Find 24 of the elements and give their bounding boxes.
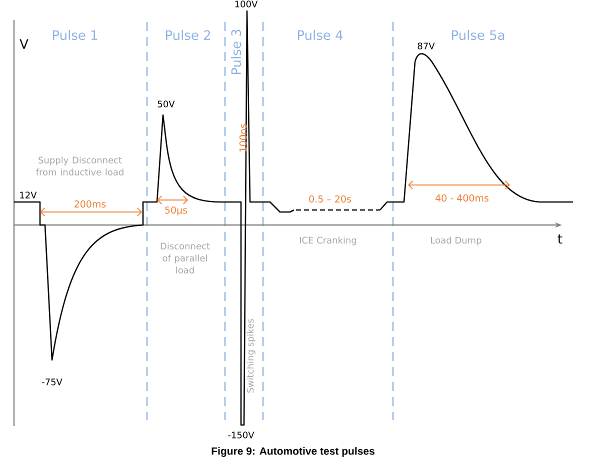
annotation: Load Dump [431, 236, 482, 246]
axis-label: t [558, 234, 562, 244]
value-label: 50V [158, 100, 175, 108]
annotation: ICE Cranking [300, 236, 356, 246]
duration-label: 0.5 – 20s [309, 195, 351, 203]
value-label: -75V [42, 378, 62, 386]
value-label: 100V [235, 0, 258, 8]
value-label: 12V [20, 192, 37, 198]
pulse-label: Pulse 4 [298, 30, 343, 40]
value-label: -150V [228, 432, 254, 438]
annotation: Disconnect of parallel load [160, 242, 210, 274]
pulse-label: Pulse 2 [166, 30, 210, 40]
pulse-label: Pulse 5a [452, 30, 504, 40]
value-label: 87V [418, 42, 435, 50]
caption: Figure 9: Automotive test pulses [212, 447, 374, 457]
axis-label: V [20, 39, 28, 49]
duration-label: 50µs [165, 206, 188, 216]
duration-label: 40 - 400ms [436, 194, 488, 202]
pulse-label: Pulse 3 [230, 30, 242, 74]
annotation: Supply Disconnect from inductive load [36, 156, 124, 176]
duration-label: 200ms [74, 200, 106, 208]
duration-label: 100ns [239, 124, 247, 152]
annotation: Switching spikes [246, 319, 256, 393]
pulse-label: Pulse 1 [52, 30, 98, 40]
